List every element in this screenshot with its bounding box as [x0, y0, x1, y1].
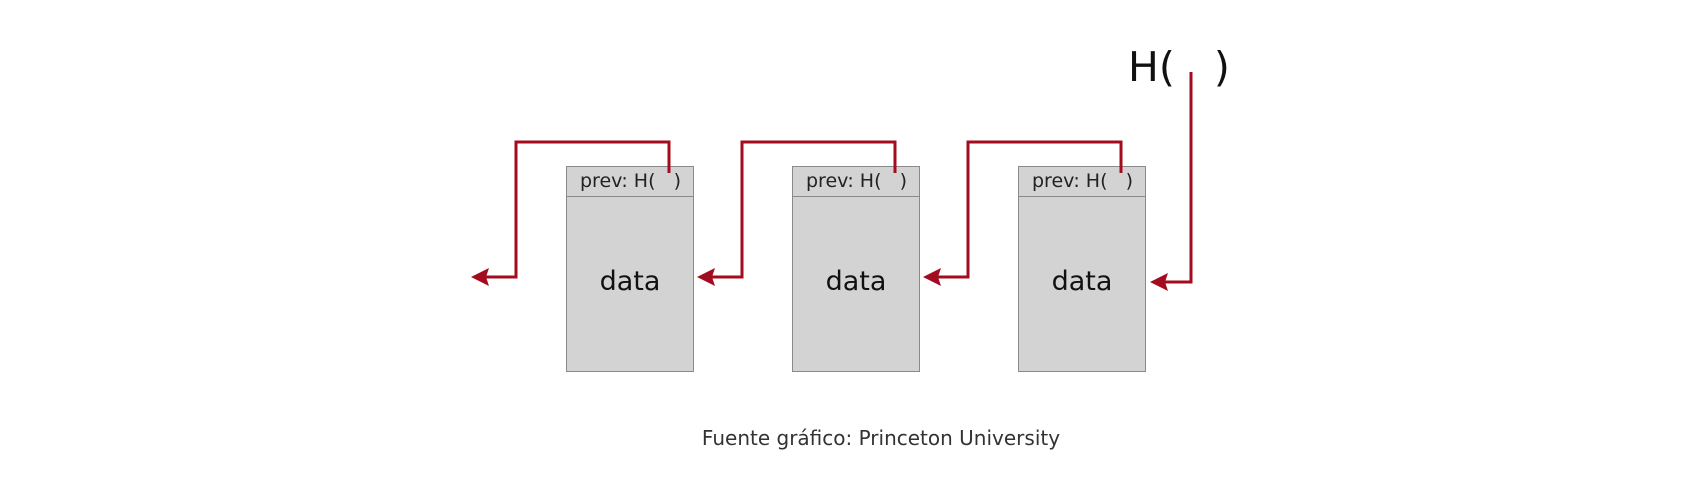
block-2-prev-hash-label: prev: H( ) [793, 167, 919, 197]
head-hash-label: H( ) [1128, 43, 1230, 91]
block-2-arrowhead [697, 268, 715, 286]
block-3-arrowhead [923, 268, 941, 286]
block-1-data-label: data [599, 265, 661, 297]
block-1-arrowhead [471, 268, 489, 286]
block-3-prev-hash-label: prev: H( ) [1019, 167, 1145, 197]
source-caption: Fuente gráfico: Princeton University [701, 426, 1061, 450]
block-2: prev: H( ) data [792, 166, 920, 372]
block-3-data-label: data [1051, 265, 1113, 297]
head-arrowhead [1150, 273, 1168, 291]
block-2-data-label: data [825, 265, 887, 297]
head-pointer-arrow [1160, 72, 1193, 284]
block-1: prev: H( ) data [566, 166, 694, 372]
block-3: prev: H( ) data [1018, 166, 1146, 372]
block-1-prev-hash-label: prev: H( ) [567, 167, 693, 197]
